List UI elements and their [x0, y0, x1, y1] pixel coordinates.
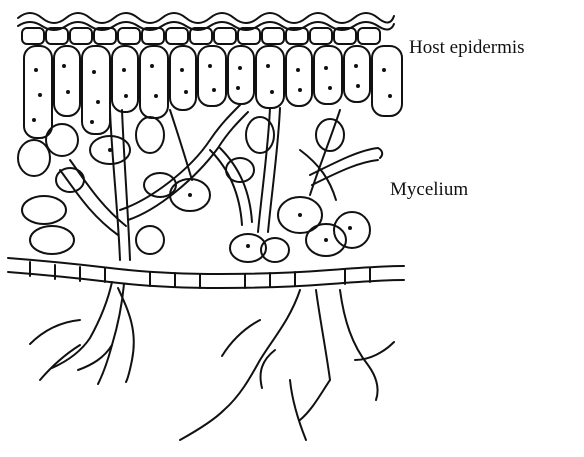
- label-host-epidermis: Host epidermis: [409, 38, 525, 57]
- host-epidermis-cells: [18, 46, 402, 262]
- label-mycelium: Mycelium: [390, 180, 468, 199]
- branch-left: [30, 282, 134, 384]
- horizontal-hypha: [8, 258, 404, 288]
- branch-right: [180, 290, 394, 440]
